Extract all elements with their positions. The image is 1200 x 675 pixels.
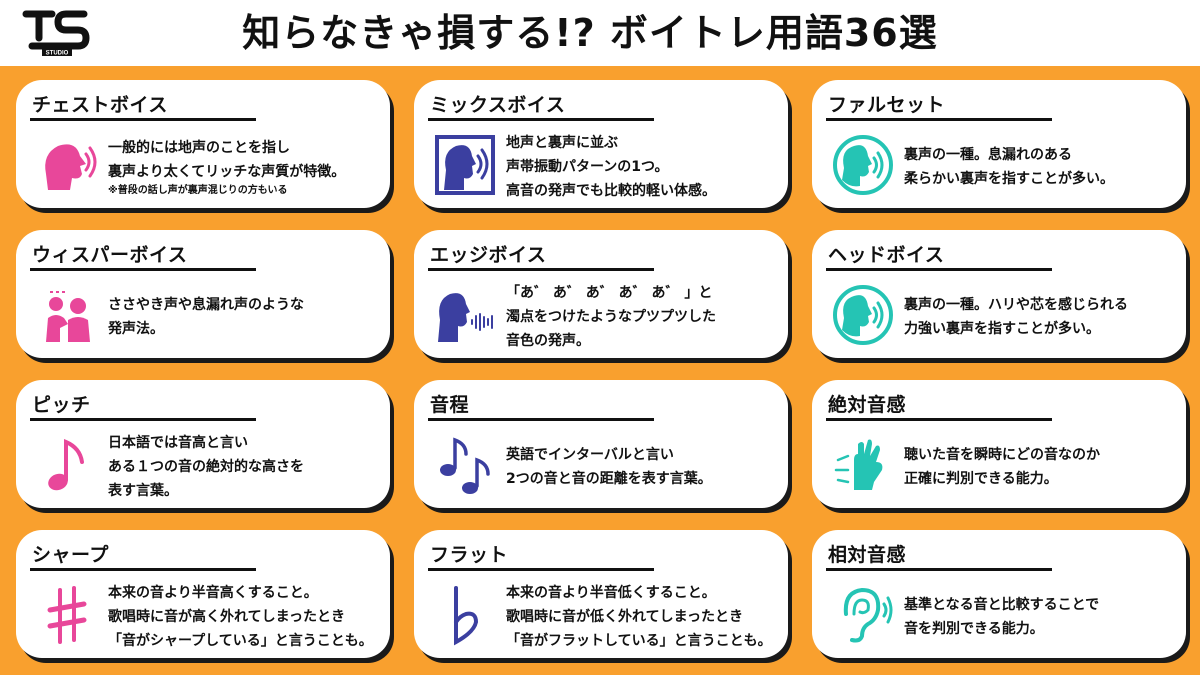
svg-text:STUDIO: STUDIO [46, 51, 69, 57]
term-description: 裏声の一種。ハリや芯を感じられる力強い裏声を指すことが多い。 [904, 293, 1178, 341]
term-card: エッジボイス「あ゛ あ゛ あ゛ あ゛ あ゛ 」と濁点をつけたようなプツプツした音… [414, 230, 788, 358]
speaking-head-icon [36, 134, 98, 196]
term-title: ミックスボイス [430, 94, 566, 116]
term-card: フラット本来の音より半音低くすること。歌唱時に音が低く外れてしまったとき「音がフ… [414, 530, 788, 658]
title-underline [428, 418, 654, 421]
voice-circle-icon [832, 284, 894, 346]
description-line: ささやき声や息漏れ声のような [108, 297, 304, 313]
voice-square-icon [434, 134, 496, 196]
description-line: 「音がフラットしている」と言うことも。 [506, 633, 772, 649]
description-line: 高音の発声でも比較的軽い体感。 [506, 183, 716, 199]
title-underline [826, 568, 1052, 571]
eighth-note-icon [36, 434, 98, 496]
term-title: 相対音感 [828, 544, 907, 566]
description-line: 歌唱時に音が低く外れてしまったとき [506, 609, 744, 625]
header: STUDIO 知らなきゃ損する!? ボイトレ用語36選 [0, 0, 1200, 66]
term-card: シャープ本来の音より半音高くすること。歌唱時に音が高く外れてしまったとき「音がシ… [16, 530, 390, 658]
term-title: シャープ [32, 544, 109, 566]
description-line: 正確に判別できる能力。 [904, 471, 1058, 487]
title-underline [30, 118, 256, 121]
term-description: 本来の音より半音高くすること。歌唱時に音が高く外れてしまったとき「音がシャープし… [108, 581, 382, 653]
term-title: フラット [430, 544, 509, 566]
term-description: 聴いた音を瞬時にどの音なのか正確に判別できる能力。 [904, 443, 1178, 491]
term-card: ミックスボイス地声と裏声に並ぶ声帯振動パターンの1つ。高音の発声でも比較的軽い体… [414, 80, 788, 208]
term-title: 絶対音感 [828, 394, 907, 416]
term-description: ささやき声や息漏れ声のような発声法。 [108, 293, 382, 341]
title-underline [30, 268, 256, 271]
description-line: 日本語では音高と言い [108, 435, 248, 451]
title-underline [428, 268, 654, 271]
flat-icon [434, 584, 496, 646]
studio-logo: STUDIO [22, 8, 94, 58]
description-line: 柔らかい裏声を指すことが多い。 [904, 171, 1114, 187]
term-description: 本来の音より半音低くすること。歌唱時に音が低く外れてしまったとき「音がフラットし… [506, 581, 780, 653]
title-underline [826, 118, 1052, 121]
description-line: 基準となる音と比較することで [904, 597, 1100, 613]
description-line: 「あ゛ あ゛ あ゛ あ゛ あ゛ 」と [506, 285, 713, 301]
description-line: 裏声より太くてリッチな声質が特徴。 [108, 164, 346, 180]
title-underline [826, 418, 1052, 421]
title-underline [428, 568, 654, 571]
term-title: ウィスパーボイス [32, 244, 188, 266]
vocal-fry-icon [434, 284, 496, 346]
description-line: 力強い裏声を指すことが多い。 [904, 321, 1100, 337]
whisper-icon [36, 284, 98, 346]
voice-circle-icon [832, 134, 894, 196]
description-line: 発声法。 [108, 321, 164, 337]
description-line: 濁点をつけたようなプツプツした [506, 309, 716, 325]
term-description: 一般的には地声のことを指し裏声より太くてリッチな声質が特徴。 ※普段の話し声が裏声… [108, 136, 382, 198]
page-title: 知らなきゃ損する!? ボイトレ用語36選 [242, 11, 938, 55]
description-line: 声帯振動パターンの1つ。 [506, 159, 669, 175]
title-underline [30, 418, 256, 421]
description-line: 本来の音より半音高くすること。 [108, 585, 318, 601]
description-line: 裏声の一種。ハリや芯を感じられる [904, 297, 1128, 313]
term-title: 音程 [430, 394, 470, 416]
description-line: 聴いた音を瞬時にどの音なのか [904, 447, 1100, 463]
two-notes-icon [434, 434, 496, 496]
title-underline [428, 118, 654, 121]
term-title: ピッチ [32, 394, 91, 416]
description-line: 地声と裏声に並ぶ [506, 135, 618, 151]
term-title: ファルセット [828, 94, 946, 116]
description-line: ある１つの音の絶対的な高さを [108, 459, 304, 475]
term-card: 相対音感基準となる音と比較することで音を判別できる能力。 [812, 530, 1186, 658]
term-description: 基準となる音と比較することで音を判別できる能力。 [904, 593, 1178, 641]
term-title: ヘッドボイス [828, 244, 945, 266]
description-note: ※普段の話し声が裏声混じりの方もいる [108, 185, 288, 196]
ear-icon [832, 584, 894, 646]
title-underline [30, 568, 256, 571]
term-description: 裏声の一種。息漏れのある柔らかい裏声を指すことが多い。 [904, 143, 1178, 191]
description-line: 裏声の一種。息漏れのある [904, 147, 1072, 163]
description-line: 本来の音より半音低くすること。 [506, 585, 716, 601]
term-card: ピッチ日本語では音高と言いある１つの音の絶対的な高さを表す言葉。 [16, 380, 390, 508]
term-description: 地声と裏声に並ぶ声帯振動パターンの1つ。高音の発声でも比較的軽い体感。 [506, 131, 780, 203]
title-underline [826, 268, 1052, 271]
description-line: 音を判別できる能力。 [904, 621, 1044, 637]
term-card: 音程英語でインターバルと言い 2つの音と音の距離を表す言葉。 [414, 380, 788, 508]
term-card: ウィスパーボイスささやき声や息漏れ声のような発声法。 [16, 230, 390, 358]
sharp-icon [36, 584, 98, 646]
description-line: 音色の発声。 [506, 333, 590, 349]
term-card: チェストボイス一般的には地声のことを指し裏声より太くてリッチな声質が特徴。 ※普段… [16, 80, 390, 208]
term-title: エッジボイス [430, 244, 547, 266]
term-title: チェストボイス [32, 94, 168, 116]
term-card: ファルセット裏声の一種。息漏れのある柔らかい裏声を指すことが多い。 [812, 80, 1186, 208]
term-card: ヘッドボイス裏声の一種。ハリや芯を感じられる力強い裏声を指すことが多い。 [812, 230, 1186, 358]
term-description: 日本語では音高と言いある１つの音の絶対的な高さを表す言葉。 [108, 431, 382, 503]
term-description: 「あ゛ あ゛ あ゛ あ゛ あ゛ 」と濁点をつけたようなプツプツした音色の発声。 [506, 281, 780, 353]
description-line: 表す言葉。 [108, 483, 178, 499]
description-line: 英語でインターバルと言い [506, 447, 674, 463]
description-line: 「音がシャープしている」と言うことも。 [108, 633, 373, 649]
description-line: 一般的には地声のことを指し [108, 140, 290, 156]
description-line: 歌唱時に音が高く外れてしまったとき [108, 609, 346, 625]
hand-ear-icon [832, 434, 894, 496]
term-description: 英語でインターバルと言い 2つの音と音の距離を表す言葉。 [506, 443, 780, 491]
description-line: 2つの音と音の距離を表す言葉。 [506, 471, 712, 487]
term-card: 絶対音感聴いた音を瞬時にどの音なのか正確に判別できる能力。 [812, 380, 1186, 508]
